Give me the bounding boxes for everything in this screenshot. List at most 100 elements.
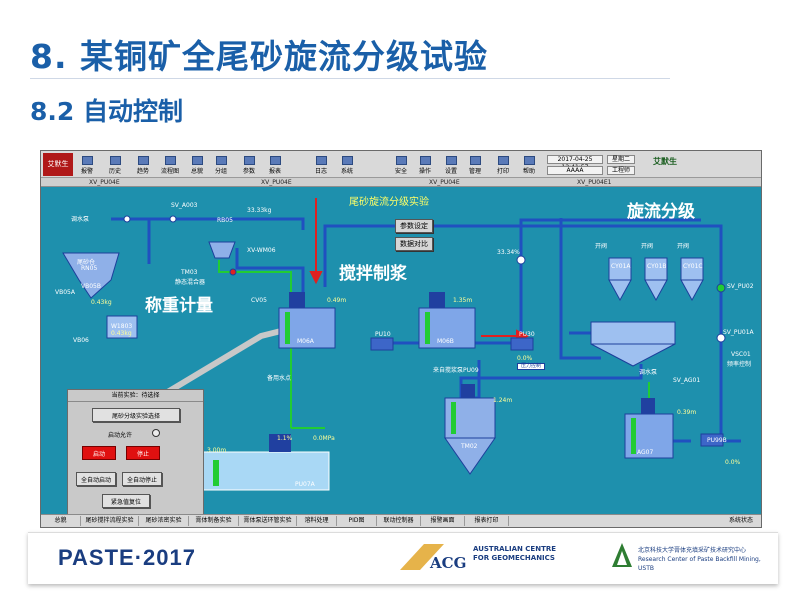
toolbar-button-params[interactable]: 参数 (241, 154, 257, 175)
label-rn05: RN05 (81, 265, 98, 272)
label-pump-line: 来自搅浆泵PU09 (433, 367, 479, 374)
value-tm02: 1.24m (493, 397, 513, 404)
data-compare-button[interactable]: 数据对比 (395, 237, 433, 251)
toolbar-button-alarm[interactable]: 报警 (79, 154, 95, 175)
label-vb06: VB06 (73, 337, 89, 344)
param-settings-button[interactable]: 参数设定 (395, 219, 433, 233)
valve-water[interactable] (123, 215, 131, 223)
statusbar-tab-report-print[interactable]: 报表打印 (465, 516, 509, 526)
underflow-collector (590, 321, 676, 345)
toolbar-button-help[interactable]: 帮助 (521, 154, 537, 175)
statusbar-tab-linkage[interactable]: 联动控制器 (377, 516, 421, 526)
label-w1803: W1803 (111, 323, 133, 330)
shield-icon (395, 156, 407, 165)
label-pu30: PU30 (519, 331, 535, 338)
value-silo: 0.43kg (91, 299, 112, 306)
label-cy01a: CY01A (611, 263, 631, 270)
toolbar-button-group[interactable]: 分组 (213, 154, 229, 175)
toolbar-button-print[interactable]: 打印 (495, 154, 511, 175)
label-tm02: TM02 (461, 443, 478, 450)
label-valve-open-c: 开阀 (677, 243, 690, 250)
start-button[interactable]: 启动 (82, 446, 116, 460)
slide-title: 8. 某铜矿全尾砂旋流分级试验 (30, 37, 488, 76)
label-cv05: CV05 (251, 297, 267, 304)
statusbar-tab-paste-prep[interactable]: 膏体制备实验 (189, 516, 239, 526)
valve-xv-wm06[interactable] (229, 268, 237, 276)
report-icon (269, 156, 281, 165)
toolbar-button-overview[interactable]: 总貌 (189, 154, 205, 175)
start-allowed-indicator (152, 429, 160, 437)
toolbar-button-security[interactable]: 安全 (393, 154, 409, 175)
toolbar-button-settings[interactable]: 设置 (443, 154, 459, 175)
app-logo: 艾默生 (43, 153, 73, 176)
pump-pu07a (269, 434, 291, 452)
label-pu07a: PU07A (295, 481, 315, 488)
auto-start-button[interactable]: 全自动启动 (76, 472, 116, 486)
log-icon (315, 156, 327, 165)
value-pu99b: 0.0% (725, 459, 741, 466)
start-allowed-label: 启动允许 (108, 432, 133, 439)
datetime-display: 2017-04-25 12:41:57 (547, 155, 603, 171)
annotation-mixing: 搅拌制浆 (339, 264, 407, 284)
auto-stop-button[interactable]: 全自动停止 (122, 472, 162, 486)
agitator-m06a (289, 292, 305, 308)
agitator-m06b (429, 292, 445, 308)
label-cy01c: CY01C (683, 263, 703, 270)
params-icon (243, 156, 255, 165)
trend-icon (137, 156, 149, 165)
toolbar-button-report[interactable]: 报表 (267, 154, 283, 175)
label-water-pump2: 调水泵 (639, 369, 658, 376)
label-pu10: PU10 (375, 331, 391, 338)
valve-sv-pu01a[interactable] (716, 333, 726, 343)
toolbar-button-history[interactable]: 历史 (107, 154, 123, 175)
statusbar-tab-tailings-flow[interactable]: 尾砂搅拌流程实验 (81, 516, 139, 526)
pool-level-bar (213, 460, 219, 486)
toolbar-button-trend[interactable]: 趋势 (135, 154, 151, 175)
hmi-toolbar: 艾默生 报警 历史 趋势 流程图 总貌 分组 参数 报表 日志 系统 安全 操作… (41, 151, 761, 178)
valve[interactable] (516, 255, 526, 265)
label-xv-wm06: XV-WM06 (247, 247, 276, 254)
label-water-tank: 调水泵 (71, 216, 90, 223)
tag-strip: XV_PU04E XV_PU04E XV_PU04E XV_PU04E1 (41, 178, 761, 187)
toolbar-button-system[interactable]: 系统 (339, 154, 355, 175)
operate-icon (419, 156, 431, 165)
emergency-reset-button[interactable]: 紧急值复位 (102, 494, 150, 508)
experiment-select-button[interactable]: 尾砂分级实验选择 (92, 408, 180, 422)
level-bar-ag07 (631, 418, 636, 454)
valve-sv-pu02[interactable] (716, 283, 726, 293)
manage-icon (469, 156, 481, 165)
label-vb05b: VB05B (81, 283, 101, 290)
statusbar-tab-thickening[interactable]: 尾砂浓密实验 (139, 516, 189, 526)
tailings-silo (62, 252, 120, 299)
value-m06b: 1.35m (453, 297, 473, 304)
valve-sv-a003[interactable] (169, 215, 177, 223)
title-divider (30, 78, 670, 79)
label-tm03: TM03 (181, 269, 198, 276)
toolbar-button-log[interactable]: 日志 (313, 154, 329, 175)
label-m06a: M06A (297, 338, 314, 345)
statusbar-tab-alarm[interactable]: 报警画面 (421, 516, 465, 526)
alarm-icon (81, 156, 93, 165)
hmi-window: 艾默生 报警 历史 趋势 流程图 总貌 分组 参数 报表 日志 系统 安全 操作… (40, 150, 762, 528)
label-ag07: AG07 (637, 449, 654, 456)
role-display: 工程师 (607, 166, 635, 175)
statusbar-tab-pid[interactable]: PID图 (337, 516, 377, 526)
label-sv-pu01a: SV_PU01A (723, 329, 754, 336)
value-pool: 3.00m (207, 447, 227, 454)
label-valve-open-a: 开阀 (595, 243, 608, 250)
pressure-control-box[interactable]: 压力控制 (517, 363, 545, 370)
toolbar-button-flowchart[interactable]: 流程图 (159, 154, 181, 175)
gear-icon (445, 156, 457, 165)
label-sv-a003: SV_A003 (171, 202, 198, 209)
label-rb05: RB05 (217, 217, 233, 224)
label-sv-pu02: SV_PU02 (727, 283, 754, 290)
toolbar-button-manage[interactable]: 管理 (467, 154, 483, 175)
label-vsc01-sub: 频率控制 (727, 361, 752, 368)
weekday-display: 星期二 (607, 155, 635, 164)
statusbar-tab-overview[interactable]: 总貌 (41, 516, 81, 526)
statusbar-tab-material[interactable]: 溶料处理 (297, 516, 337, 526)
statusbar-tab-pumping-loop[interactable]: 膏体泵送环管实验 (239, 516, 297, 526)
stop-button[interactable]: 停止 (126, 446, 160, 460)
toolbar-button-operate[interactable]: 操作 (417, 154, 433, 175)
statusbar-system-status[interactable]: 系统状态 (728, 517, 753, 524)
